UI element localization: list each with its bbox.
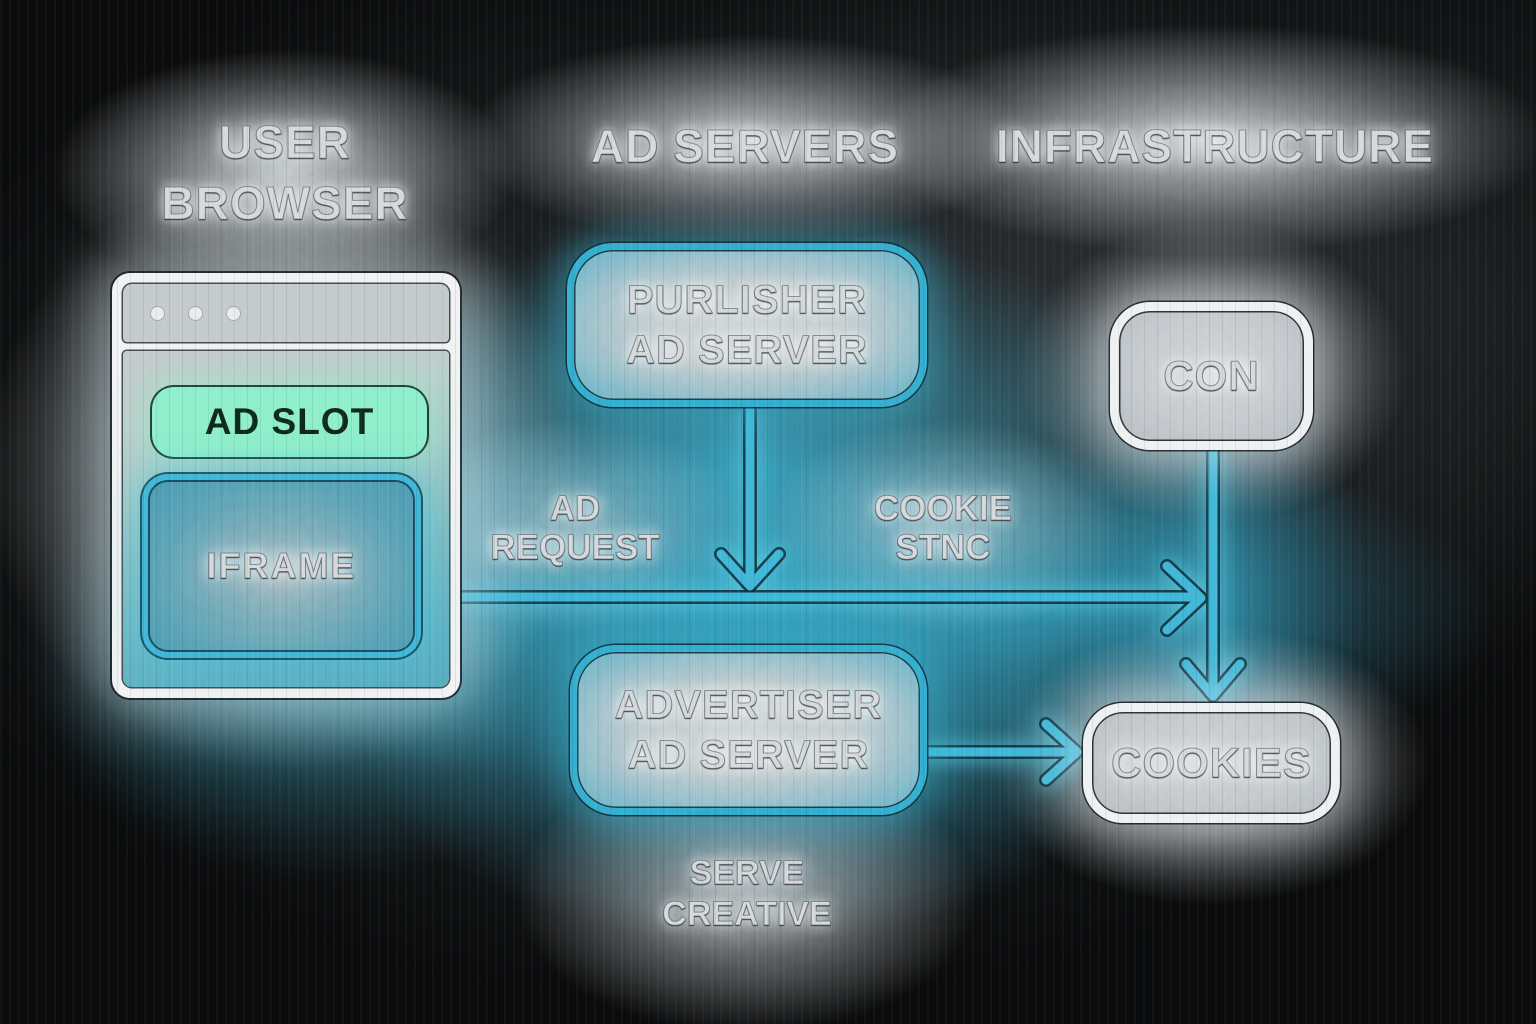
edge-label-serve-creative: SERVE CREATIVE <box>662 854 832 934</box>
window-dot-icon <box>227 306 240 320</box>
node-con: CON <box>1110 302 1313 450</box>
browser-viewport: AD SLOT IFRAME <box>123 351 449 687</box>
iframe-box: IFRAME <box>150 482 413 650</box>
arrow-iframe-to-junction-head <box>1162 561 1206 635</box>
window-dot-icon <box>189 306 202 320</box>
node-con-label: CON <box>1163 352 1260 399</box>
arrow-con-to-cookies-head <box>1181 659 1245 701</box>
edge-label-ad-request: AD REQUEST <box>490 489 660 568</box>
node-advertiser-ad-server: ADVERTISER AD SERVER <box>570 645 927 815</box>
arrow-publisher-down-head <box>716 549 784 591</box>
node-publisher-label: PURLISHER AD SERVER <box>626 278 868 373</box>
section-header-infrastructure: INFRASTRUCTURE <box>995 120 1435 173</box>
node-cookies: COOKIES <box>1083 703 1340 823</box>
node-advertiser-label: ADVERTISER AD SERVER <box>614 683 883 778</box>
edge-label-cookie-sync: COOKIE STNC <box>873 489 1013 568</box>
arrow-strokes <box>451 399 1245 785</box>
section-header-ad-servers: AD SERVERS <box>590 120 900 173</box>
ad-slot-box: AD SLOT <box>150 385 429 459</box>
arrow-advertiser-to-cookies-head <box>1041 719 1082 785</box>
browser-window: AD SLOT IFRAME <box>112 273 460 698</box>
section-header-user-browser: USER BROWSER <box>161 116 409 230</box>
node-cookies-label: COOKIES <box>1111 739 1312 786</box>
node-publisher-ad-server: PURLISHER AD SERVER <box>567 243 927 407</box>
window-dot-icon <box>151 306 164 320</box>
browser-titlebar <box>123 284 449 342</box>
